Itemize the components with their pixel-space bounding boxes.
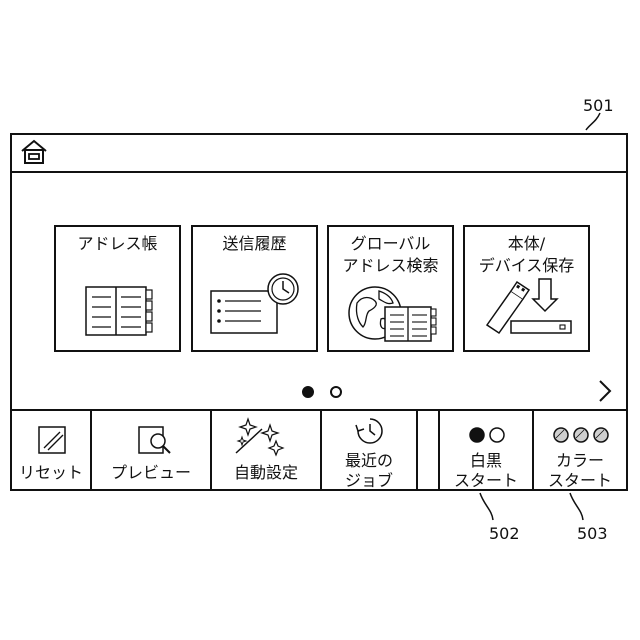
color-start-button[interactable]: カラー スタート xyxy=(532,409,628,491)
reset-label: リセット xyxy=(12,463,90,483)
tile-device-save[interactable]: 本体/ デバイス保存 xyxy=(463,225,590,352)
reset-button[interactable]: リセット xyxy=(10,409,92,491)
home-icon[interactable] xyxy=(20,139,48,165)
header-divider xyxy=(12,171,626,173)
tile-global-address-search[interactable]: グローバル アドレス検索 xyxy=(327,225,454,352)
send-history-icon xyxy=(193,227,316,350)
device-save-icon xyxy=(465,227,588,350)
mono-start-label: 白黒 スタート xyxy=(440,451,532,491)
recent-jobs-button[interactable]: 最近の ジョブ xyxy=(320,409,418,491)
tile-address-book[interactable]: アドレス帳 xyxy=(54,225,181,352)
preview-label: プレビュー xyxy=(92,463,210,483)
mono-start-button[interactable]: 白黒 スタート xyxy=(438,409,534,491)
tile-send-history[interactable]: 送信履歴 xyxy=(191,225,318,352)
page-dot-active[interactable] xyxy=(302,386,314,398)
ref-label-503: 503 xyxy=(577,524,608,543)
ref-label-502: 502 xyxy=(489,524,520,543)
auto-settings-button[interactable]: 自動設定 xyxy=(210,409,322,491)
page-dot-inactive[interactable] xyxy=(330,386,342,398)
address-book-icon xyxy=(56,227,179,350)
global-address-search-icon xyxy=(329,227,452,350)
preview-button[interactable]: プレビュー xyxy=(90,409,212,491)
auto-settings-label: 自動設定 xyxy=(212,463,320,483)
chevron-right-icon[interactable] xyxy=(596,378,614,404)
recent-jobs-label: 最近の ジョブ xyxy=(322,451,416,491)
color-start-label: カラー スタート xyxy=(534,451,626,491)
